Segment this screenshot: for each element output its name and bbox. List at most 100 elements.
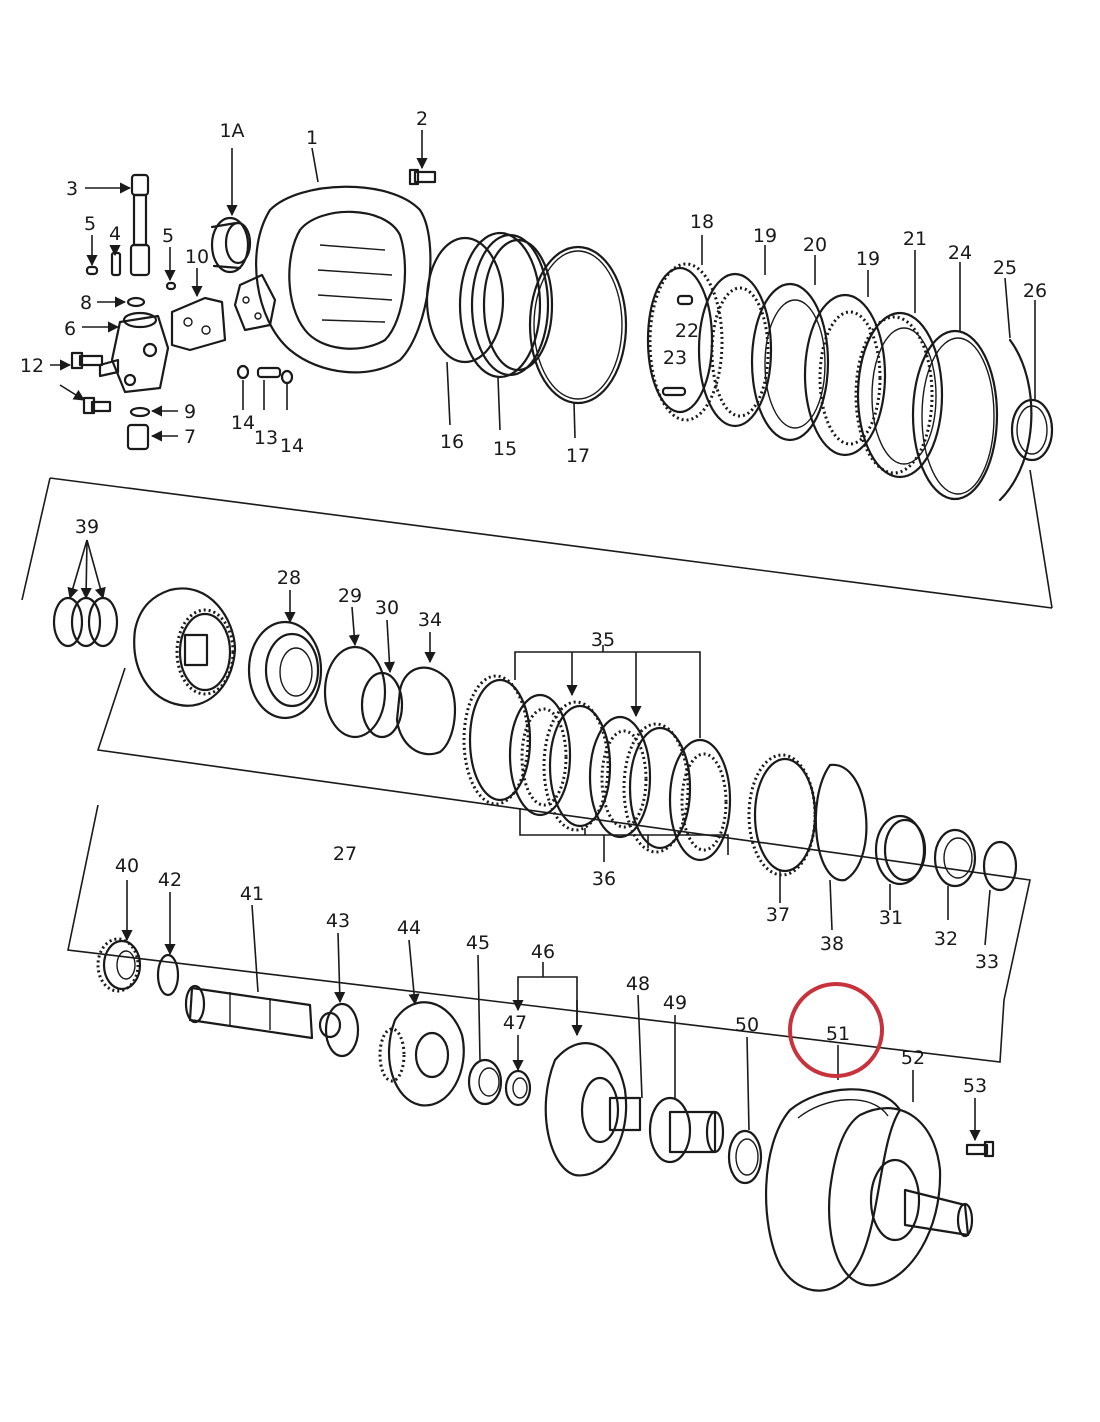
pin-13-part [236, 364, 294, 385]
washer-43-part [324, 1002, 360, 1058]
plate-37-part [747, 753, 817, 877]
label-44: 44 [397, 917, 421, 939]
gear-40-part [96, 937, 142, 993]
friction-disc-19-part [697, 272, 773, 428]
label-1a: 1A [219, 120, 244, 142]
label-19-left: 19 [753, 225, 777, 247]
label-48: 48 [626, 973, 650, 995]
snap-ring-24-part [911, 329, 999, 501]
label-23: 23 [663, 347, 687, 369]
assembly-bracket-27 [96, 667, 1031, 1001]
label-49: 49 [663, 992, 687, 1014]
bearing-47-part [504, 1069, 532, 1107]
label-7: 7 [184, 426, 196, 448]
label-26: 26 [1023, 280, 1047, 302]
label-52: 52 [901, 1047, 925, 1069]
clutch-plate-18-part [646, 262, 724, 422]
label-41: 41 [240, 883, 264, 905]
label-2: 2 [416, 108, 428, 130]
label-51: 51 [826, 1023, 850, 1045]
label-9: 9 [184, 401, 196, 423]
o-ring-9-part [129, 406, 151, 418]
label-39: 39 [75, 516, 99, 538]
clutch-housing-1-part [233, 185, 432, 374]
pin-22-part [676, 294, 694, 306]
label-24: 24 [948, 242, 972, 264]
label-22: 22 [675, 320, 699, 342]
assembly-bracket-lower [67, 804, 1005, 1063]
seal-ring-16-part [425, 236, 505, 364]
snap-ring-38-part [814, 763, 868, 882]
label-29: 29 [338, 585, 362, 607]
pump-cover-52-part [828, 1107, 974, 1287]
gasket-51-part [764, 1088, 902, 1292]
label-47: 47 [503, 1012, 527, 1034]
spring-31-part [874, 814, 927, 886]
o-ring-8-part [126, 296, 146, 308]
piston-15-part [458, 231, 554, 379]
label-50: 50 [735, 1014, 759, 1036]
label-33: 33 [975, 951, 999, 973]
label-27: 27 [333, 843, 357, 865]
label-6: 6 [64, 318, 76, 340]
label-32: 32 [934, 928, 958, 950]
label-37: 37 [766, 904, 790, 926]
label-13: 13 [254, 427, 278, 449]
seal-50-part [727, 1129, 763, 1185]
label-42: 42 [158, 869, 182, 891]
hub-48-49-part [648, 1096, 725, 1164]
label-12: 12 [20, 355, 44, 377]
label-53: 53 [963, 1075, 987, 1097]
highlight-circle-51 [788, 982, 884, 1078]
valve-body-part [98, 311, 170, 394]
assembly-bracket-upper [21, 469, 1053, 609]
label-15: 15 [493, 438, 517, 460]
label-5-right: 5 [162, 225, 174, 247]
part-labels: 1A 1 2 3 4 5 5 6 7 8 9 10 12 13 14 14 15… [20, 108, 1047, 1097]
ring-33-part [982, 840, 1018, 892]
steel-plate-20-part [750, 282, 830, 442]
pin-23-part [661, 386, 687, 397]
label-35: 35 [591, 629, 615, 651]
plug-7-part [126, 423, 150, 451]
label-14-left: 14 [231, 412, 255, 434]
label-21: 21 [903, 228, 927, 250]
pressure-plate-21-part [854, 311, 944, 479]
label-8: 8 [80, 292, 92, 314]
bearing-45-part [467, 1058, 503, 1106]
label-38: 38 [820, 933, 844, 955]
label-28: 28 [277, 567, 301, 589]
seal-26-part [1010, 398, 1054, 462]
label-46: 46 [531, 941, 555, 963]
label-30: 30 [375, 597, 399, 619]
bolt-12-part [70, 351, 104, 370]
label-17: 17 [566, 445, 590, 467]
label-1: 1 [306, 127, 318, 149]
label-45: 45 [466, 932, 490, 954]
clutch-hub-part [133, 587, 237, 707]
gasket-10-part [170, 296, 227, 352]
seal-34-part [395, 666, 457, 756]
label-36: 36 [592, 868, 616, 890]
label-43: 43 [326, 910, 350, 932]
label-40: 40 [115, 855, 139, 877]
label-25: 25 [993, 257, 1017, 279]
seal-rings-39-part [52, 596, 119, 648]
label-5-left: 5 [84, 213, 96, 235]
bearing-32-part [933, 828, 977, 888]
bolt-2-part [408, 168, 437, 186]
seal-ring-17-part [528, 245, 628, 405]
bolt-lower-part [82, 396, 112, 415]
label-20: 20 [803, 234, 827, 256]
leader-lines [50, 130, 1036, 1142]
label-16: 16 [440, 431, 464, 453]
valve-spool-part [85, 173, 177, 291]
bearing-ring-1a-part [210, 216, 252, 274]
clutch-pack-35-36-part [462, 674, 732, 862]
friction-disc-19b-part [803, 293, 887, 457]
label-18: 18 [690, 211, 714, 233]
ring-42-part [156, 953, 180, 997]
label-14-right: 14 [280, 435, 304, 457]
seal-30-part [360, 671, 404, 739]
bolt-53-part [965, 1140, 995, 1158]
